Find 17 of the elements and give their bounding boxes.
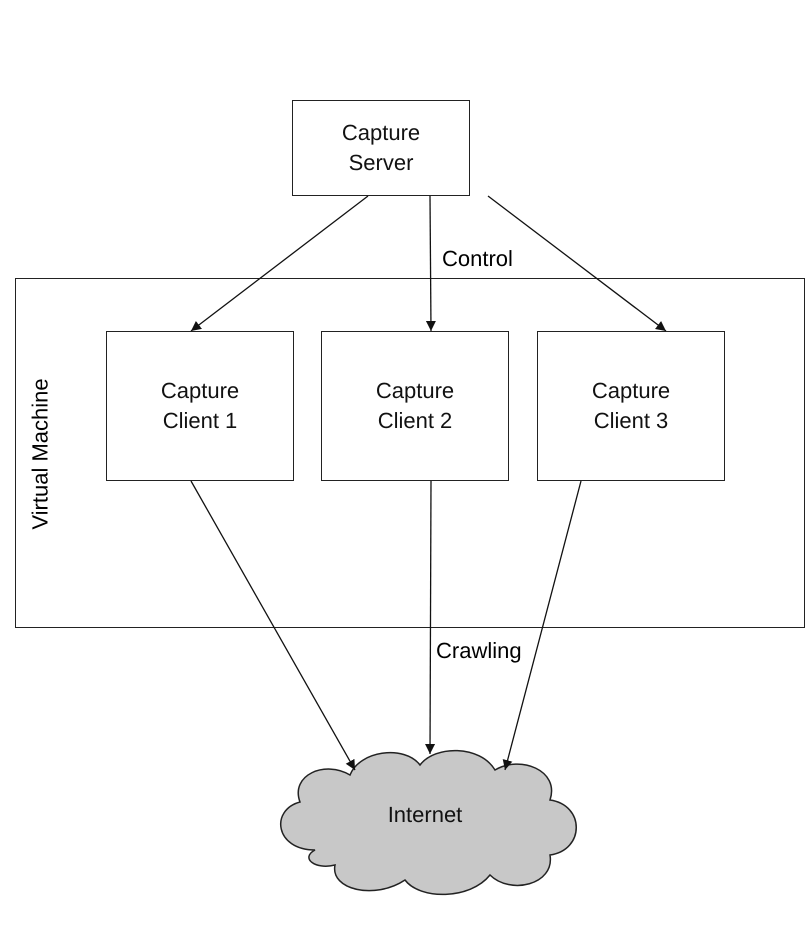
node-label: Internet xyxy=(388,801,462,830)
arrow xyxy=(425,481,436,754)
node-label: Capture Client 1 xyxy=(160,377,240,435)
process-box xyxy=(537,331,725,481)
group-band xyxy=(15,278,805,628)
arrow xyxy=(426,196,436,331)
arrow xyxy=(190,480,356,770)
arrow xyxy=(190,195,368,332)
node-label: Capture Server xyxy=(340,119,422,177)
node-label: Capture Client 3 xyxy=(590,377,672,435)
arrow xyxy=(488,195,666,332)
process-box xyxy=(292,100,470,196)
process-box xyxy=(321,331,509,481)
arrow xyxy=(502,480,582,770)
process-box xyxy=(106,331,294,481)
node-label: Capture Client 2 xyxy=(374,377,456,435)
group-label: Virtual Machine xyxy=(27,378,54,530)
